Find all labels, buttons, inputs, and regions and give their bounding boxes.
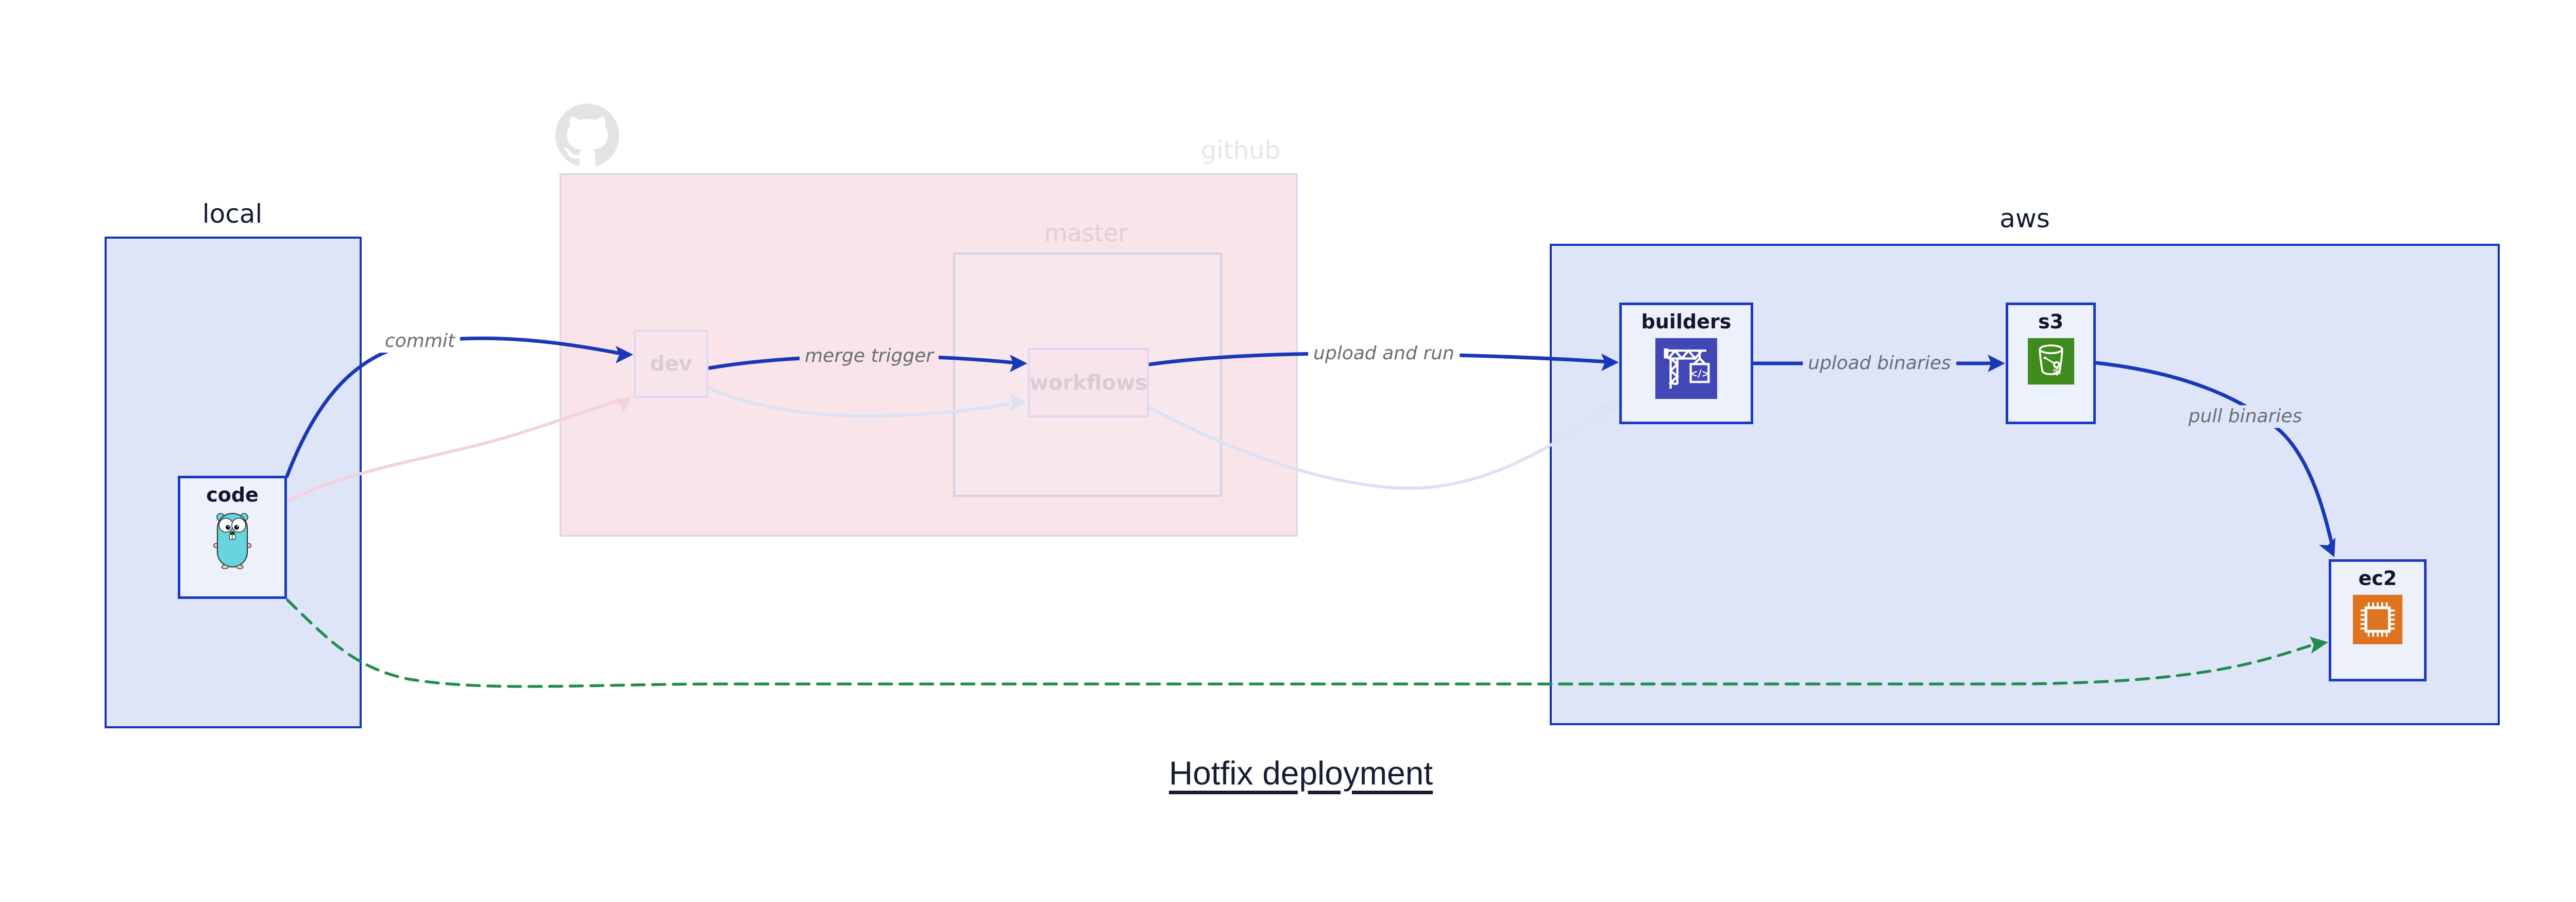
edge-label-commit: commit xyxy=(379,330,461,353)
aws-ec2-chip-icon xyxy=(2353,594,2402,644)
aws-s3-bucket-icon: ❄ xyxy=(2027,338,2074,385)
node-builders: builders </> xyxy=(1619,303,1753,424)
edge-label-merge-trigger: merge trigger xyxy=(799,345,939,368)
edge-label-upload-binaries: upload binaries xyxy=(1803,352,1956,375)
node-ec2: ec2 xyxy=(2329,559,2427,681)
aws-group-label: aws xyxy=(1999,204,2050,233)
svg-text:❄: ❄ xyxy=(2052,364,2062,379)
node-dev: dev xyxy=(634,330,708,398)
go-gopher-icon xyxy=(213,512,251,569)
aws-codebuild-crane-icon: </> xyxy=(1655,338,1717,399)
node-builders-label: builders xyxy=(1641,310,1732,333)
master-group-label: master xyxy=(1044,219,1128,247)
edge-label-upload-and-run: upload and run xyxy=(1308,342,1460,365)
github-group-label: github xyxy=(1201,136,1280,165)
node-code: code xyxy=(178,476,287,599)
node-ec2-label: ec2 xyxy=(2358,567,2397,590)
node-workflows-label: workflows xyxy=(1029,371,1147,395)
edge-label-pull-binaries: pull binaries xyxy=(2183,405,2308,428)
node-code-label: code xyxy=(206,483,259,506)
local-group-label: local xyxy=(202,199,263,229)
diagram-title: Hotfix deployment xyxy=(1168,755,1433,792)
node-s3: s3 ❄ xyxy=(2006,303,2096,424)
node-s3-label: s3 xyxy=(2038,310,2064,333)
github-octocat-icon xyxy=(555,104,619,166)
node-dev-label: dev xyxy=(650,352,692,376)
svg-text:</>: </> xyxy=(1689,368,1710,379)
node-workflows: workflows xyxy=(1028,348,1149,417)
